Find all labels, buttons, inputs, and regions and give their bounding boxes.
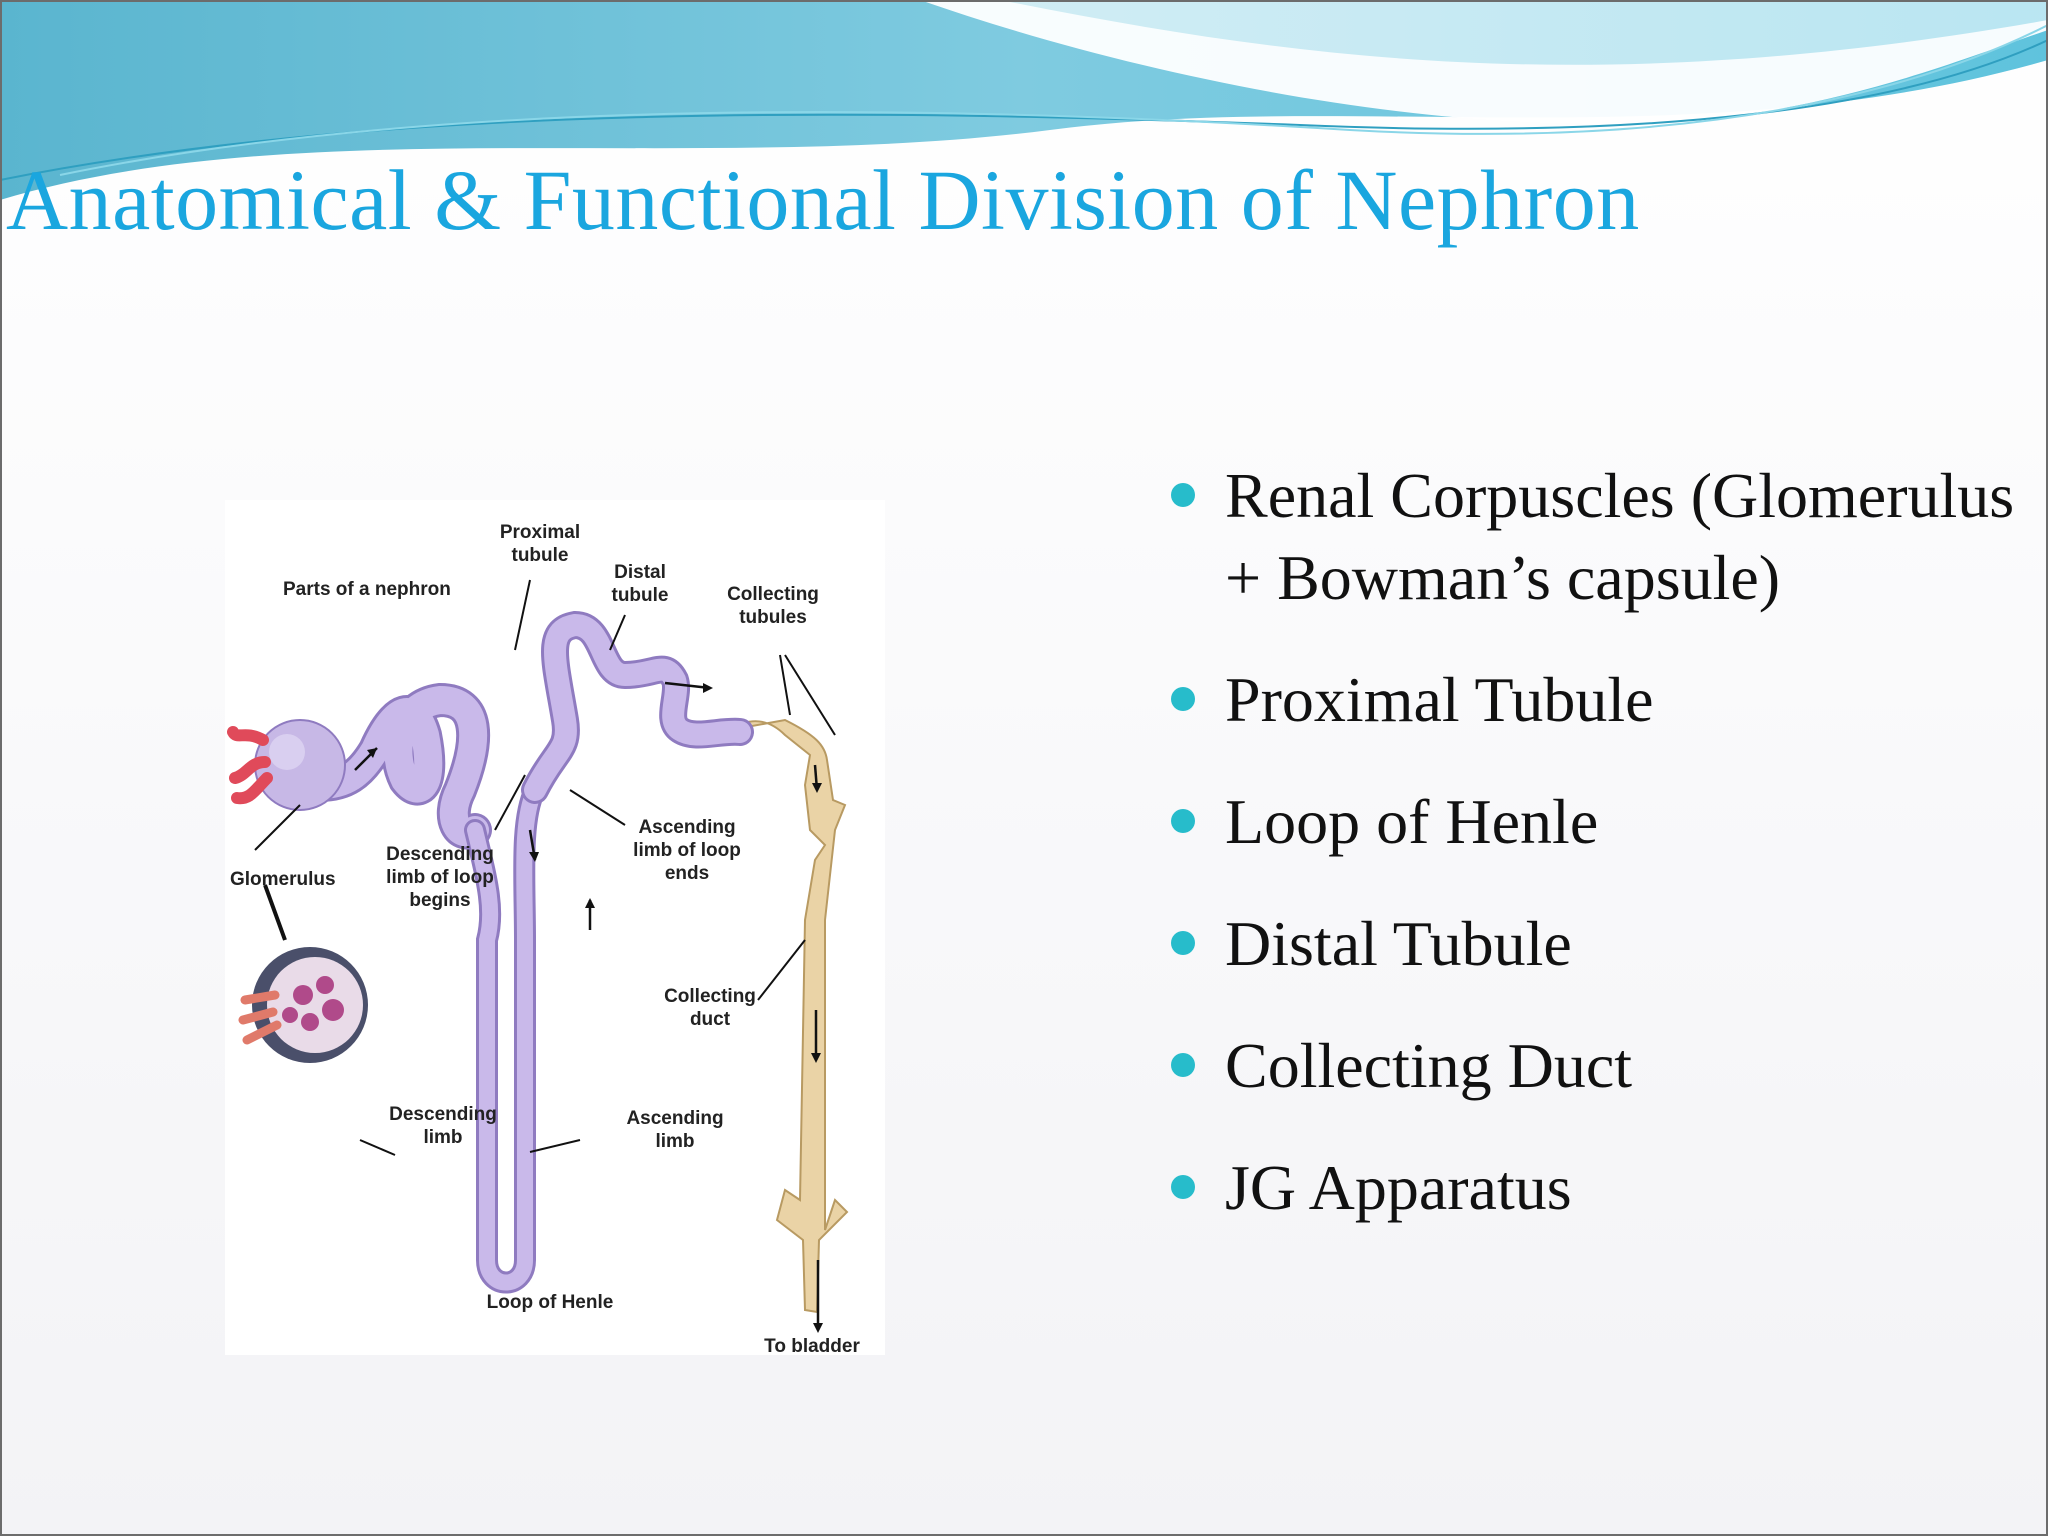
bullet-text: Renal Corpuscles (Glomerulus + Bowman’s … [1225,460,2015,613]
bullet-item: Collecting Duct [1165,1025,2025,1107]
bullet-text: JG Apparatus [1225,1152,1572,1223]
bullet-item: Loop of Henle [1165,781,2025,863]
header-wave-decoration [0,0,2048,200]
label-ascending-limb: limb [655,1131,694,1152]
label-ascending-limb-ends: Ascending [638,817,735,838]
bullet-dot-icon [1171,1053,1195,1077]
bullet-dot-icon [1171,809,1195,833]
bullet-item: JG Apparatus [1165,1147,2025,1229]
label-loop-of-henle: Loop of Henle [487,1292,614,1313]
bullet-dot-icon [1171,931,1195,955]
nephron-illustration: Parts of a nephron Proximal tubule Dista… [227,522,860,1355]
bullet-list: Renal Corpuscles (Glomerulus + Bowman’s … [1165,455,2025,1269]
label-descending-limb-begins: limb of loop [386,867,494,888]
bullet-text: Collecting Duct [1225,1030,1633,1101]
label-descending-limb-begins: begins [409,890,470,911]
label-descending-limb: Descending [389,1104,497,1125]
bullet-item: Distal Tubule [1165,903,2025,985]
bullet-dot-icon [1171,1175,1195,1199]
label-collecting-duct: duct [690,1009,731,1030]
bullet-text: Loop of Henle [1225,786,1599,857]
nephron-diagram: Parts of a nephron Proximal tubule Dista… [225,500,885,1355]
label-ascending-limb-ends: limb of loop [633,840,741,861]
bullet-dot-icon [1171,687,1195,711]
label-ascending-limb: Ascending [626,1108,723,1129]
label-proximal-tubule: tubule [512,545,569,566]
label-descending-limb-begins: Descending [386,844,494,865]
bullet-text: Proximal Tubule [1225,664,1654,735]
label-distal-tubule: tubule [612,585,669,606]
label-collecting-tubules: Collecting [727,584,819,605]
label-parts-of-nephron: Parts of a nephron [283,579,451,600]
label-distal-tubule: Distal [614,562,666,583]
label-descending-limb: limb [423,1127,462,1148]
label-proximal-tubule: Proximal [500,522,580,543]
bullet-item: Renal Corpuscles (Glomerulus + Bowman’s … [1165,455,2025,619]
bullet-dot-icon [1171,483,1195,507]
slide-title: Anatomical & Functional Division of Neph… [6,152,1640,248]
bullet-text: Distal Tubule [1225,908,1572,979]
label-collecting-duct: Collecting [664,986,756,1007]
bullet-item: Proximal Tubule [1165,659,2025,741]
label-glomerulus: Glomerulus [230,869,336,890]
label-to-bladder: To bladder [764,1336,860,1355]
label-ascending-limb-ends: ends [665,863,709,884]
label-collecting-tubules: tubules [739,607,807,628]
